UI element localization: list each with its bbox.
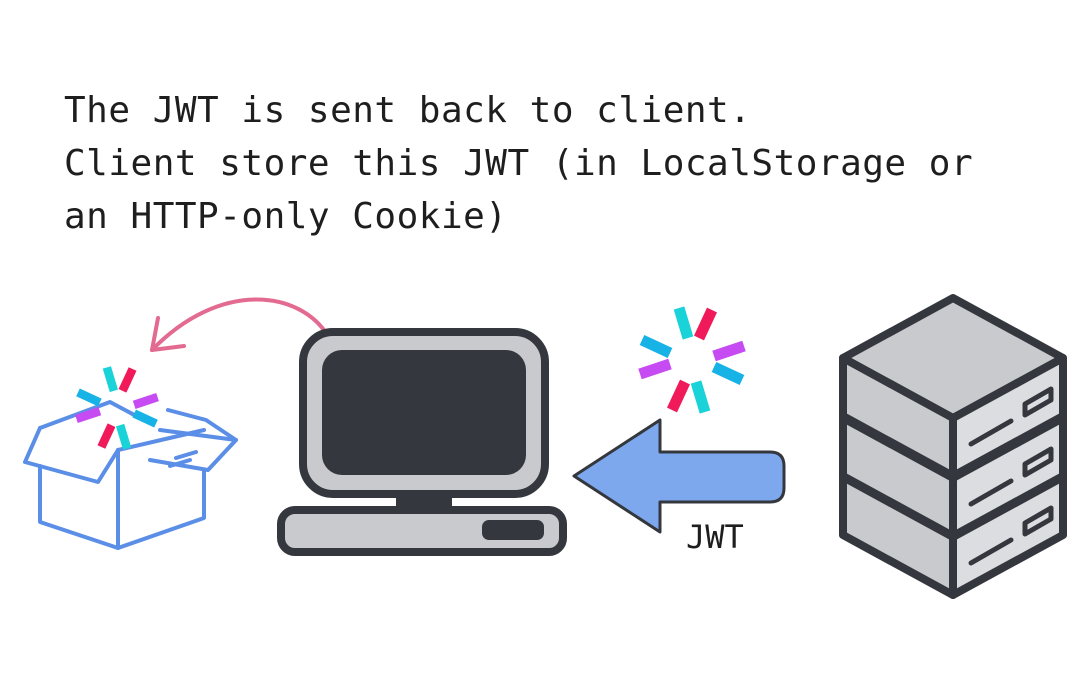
jwt-arrow-label: JWT <box>686 518 744 556</box>
caption-line-2: Client store this JWT (in LocalStorage o… <box>64 143 974 184</box>
left-arrow-icon <box>572 418 786 534</box>
computer-icon <box>277 328 567 556</box>
caption: The JWT is sent back to client. Client s… <box>64 84 1054 243</box>
server-rack-icon <box>843 298 1063 595</box>
caption-line-3: an HTTP-only Cookie) <box>64 196 508 237</box>
jwt-logo-icon <box>640 308 744 412</box>
open-box-icon <box>23 400 238 550</box>
caption-line-1: The JWT is sent back to client. <box>64 90 752 131</box>
curved-arrow-icon <box>150 297 330 352</box>
